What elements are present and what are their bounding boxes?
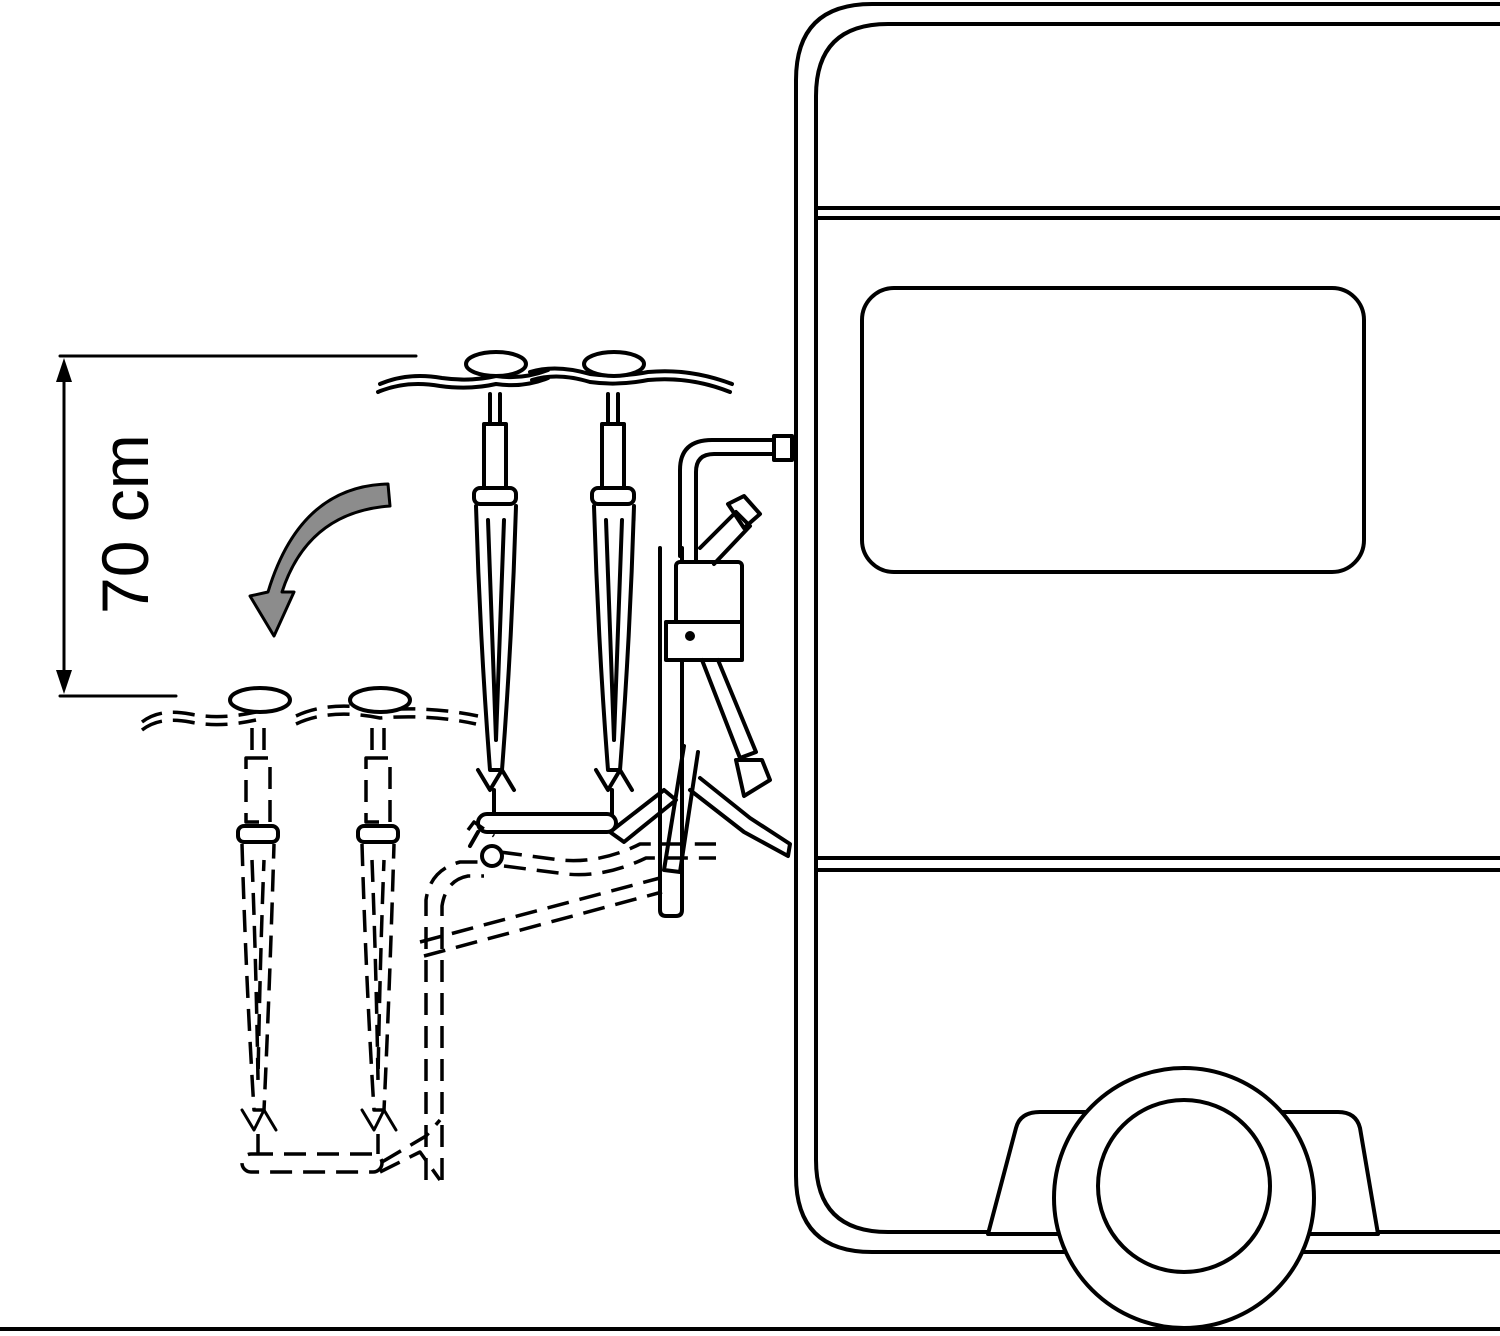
dimension-label: 70 cm — [88, 434, 162, 614]
bike-tilted-1 — [140, 686, 292, 1154]
height-dimension — [56, 354, 418, 698]
rack-frame-tilted — [240, 820, 716, 1182]
caravan-rear — [794, 2, 1500, 1254]
rack-base-upright — [468, 812, 618, 868]
bike-tilted-2 — [295, 686, 479, 1154]
rack-mount — [608, 434, 794, 918]
bike-upright-1 — [376, 350, 550, 816]
tilt-direction-arrow — [248, 482, 392, 638]
bike-upright-2 — [528, 350, 734, 816]
caravan-wheel — [986, 1066, 1380, 1330]
caravan-window — [860, 286, 1366, 574]
